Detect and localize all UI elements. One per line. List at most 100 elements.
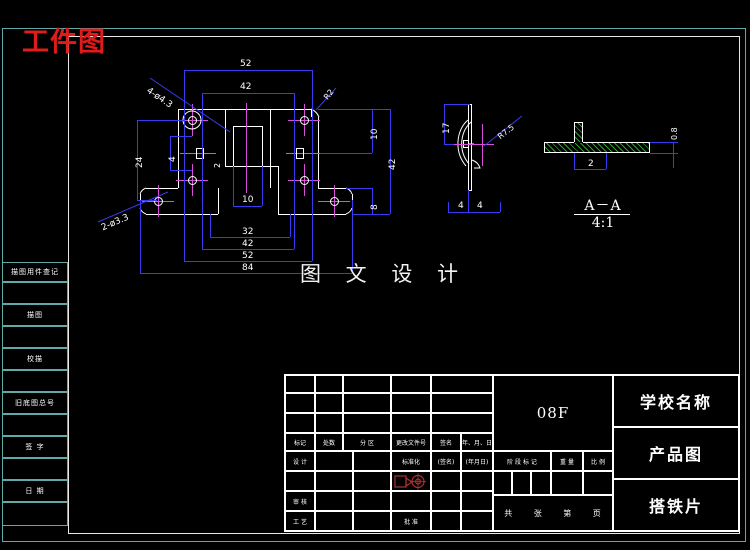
extline-right-10-t bbox=[318, 109, 372, 110]
role-sign-blank-1[interactable] bbox=[431, 471, 461, 491]
rev-header-fenqu: 分 区 bbox=[343, 433, 391, 451]
dimtext-bot-84: 84 bbox=[242, 263, 254, 273]
leader-2xd33 bbox=[97, 191, 169, 223]
part-edge-left bbox=[178, 109, 179, 188]
dimtext-inner-2: 2 bbox=[213, 162, 222, 168]
section-dimtext-08: 0.8 bbox=[670, 127, 679, 140]
extline-bot-52-l bbox=[184, 116, 185, 261]
hole-top-left bbox=[188, 116, 197, 125]
extline-bot-84-l bbox=[140, 200, 141, 273]
role-sign-shenhe[interactable] bbox=[431, 491, 461, 511]
school-name[interactable]: 学校名称 bbox=[613, 375, 739, 427]
rev-cell-r0c2[interactable] bbox=[343, 375, 391, 393]
flange-left-bottom bbox=[146, 214, 218, 215]
sidebar-cell-11[interactable] bbox=[2, 502, 68, 526]
stage-value-0[interactable] bbox=[493, 471, 512, 495]
stage-value-1[interactable] bbox=[512, 471, 531, 495]
rev-cell-r0c1[interactable] bbox=[315, 375, 343, 393]
extline-left-24-b bbox=[137, 200, 157, 201]
stage-value-2[interactable] bbox=[531, 471, 551, 495]
weight-value[interactable] bbox=[551, 471, 583, 495]
stem-right-edge bbox=[278, 166, 279, 214]
rev-cell-r1c1[interactable] bbox=[315, 393, 343, 413]
corner-fillet-right-upper bbox=[345, 187, 353, 195]
side-plate-bottom bbox=[468, 190, 472, 191]
sidebar-cell-8[interactable]: 签 字 bbox=[2, 436, 68, 458]
stamp-cell[interactable] bbox=[391, 471, 431, 491]
side-leader-r75 bbox=[483, 115, 523, 147]
rev-cell-r1c4[interactable] bbox=[431, 393, 493, 413]
role-name-sheji[interactable] bbox=[315, 451, 353, 471]
dimline-left-4 bbox=[170, 136, 171, 170]
corner-fillet-right-lower bbox=[345, 207, 353, 215]
sidebar-cell-6[interactable]: 旧底图总号 bbox=[2, 392, 68, 414]
extline-top-42-l bbox=[202, 93, 203, 115]
rev-cell-r1c0[interactable] bbox=[285, 393, 315, 413]
stem-step bbox=[262, 166, 278, 167]
sidebar-cell-3[interactable] bbox=[2, 326, 68, 348]
section-base-plate bbox=[544, 142, 650, 153]
rev-cell-r1c2[interactable] bbox=[343, 393, 391, 413]
role-signdate-placeholder: (年月日) bbox=[461, 451, 493, 471]
sidebar-cell-0[interactable]: 描图用件查记 bbox=[2, 262, 68, 282]
dimline-bot-32 bbox=[210, 237, 290, 238]
rev-cell-r0c0[interactable] bbox=[285, 375, 315, 393]
dimline-bot-42 bbox=[202, 249, 294, 250]
extline-top-52-l bbox=[184, 70, 185, 116]
sheet-count-ye: 页 bbox=[592, 508, 602, 518]
rev-header-qianming: 签名 bbox=[431, 433, 461, 451]
material-code[interactable]: 08F bbox=[493, 375, 613, 451]
role-name-blank[interactable] bbox=[315, 471, 353, 491]
slot-top-edge bbox=[233, 126, 262, 127]
part-edge-top bbox=[178, 109, 311, 110]
extline-bot-32-l bbox=[210, 214, 211, 237]
rev-cell-r2c2[interactable] bbox=[343, 413, 391, 433]
role-right-shenhe[interactable] bbox=[391, 491, 431, 511]
role-name-gongyi[interactable] bbox=[315, 511, 353, 531]
sidebar-cell-4[interactable]: 校描 bbox=[2, 348, 68, 370]
prong-inner-right bbox=[270, 109, 271, 188]
sidebar-cell-9[interactable] bbox=[2, 458, 68, 480]
dimtext-bot-32: 32 bbox=[242, 227, 254, 237]
centerline-slot-l-h bbox=[180, 153, 216, 154]
side-dimtext-4-right: 4 bbox=[477, 201, 483, 211]
rev-cell-r2c4[interactable] bbox=[431, 413, 493, 433]
dimtext-left-4: 4 bbox=[168, 156, 178, 162]
rev-cell-r2c1[interactable] bbox=[315, 413, 343, 433]
sidebar-cell-10[interactable]: 日 期 bbox=[2, 480, 68, 502]
dimline-top-42 bbox=[202, 93, 294, 94]
side-dimtext-4-left: 4 bbox=[458, 201, 464, 211]
product-label[interactable]: 产品图 bbox=[613, 427, 739, 479]
scale-value[interactable] bbox=[583, 471, 613, 495]
rev-cell-r0c3[interactable] bbox=[391, 375, 431, 393]
dimline-left-24 bbox=[137, 120, 138, 200]
rev-cell-r0c4[interactable] bbox=[431, 375, 493, 393]
stage-header-bili: 比 例 bbox=[583, 451, 613, 471]
slot-bottom-edge bbox=[233, 166, 262, 167]
role-date-gongyi[interactable] bbox=[353, 511, 391, 531]
side-extline-4-l bbox=[448, 202, 449, 212]
role-date-sheji[interactable] bbox=[353, 451, 391, 471]
sidebar-cell-2[interactable]: 描图 bbox=[2, 304, 68, 326]
side-dimtext-17: 17 bbox=[442, 122, 452, 134]
role-signdate-shenhe[interactable] bbox=[461, 491, 493, 511]
role-name-shenhe[interactable] bbox=[315, 491, 353, 511]
extline-bot-42-l bbox=[202, 115, 203, 249]
rev-cell-r1c3[interactable] bbox=[391, 393, 431, 413]
rev-cell-r2c0[interactable] bbox=[285, 413, 315, 433]
role-date-shenhe[interactable] bbox=[353, 491, 391, 511]
sidebar-cell-7[interactable] bbox=[2, 414, 68, 436]
role-date-blank[interactable] bbox=[353, 471, 391, 491]
role-sign-gongyi[interactable] bbox=[431, 511, 461, 531]
sidebar-cell-1[interactable] bbox=[2, 282, 68, 304]
role-signdate-gongyi[interactable] bbox=[461, 511, 493, 531]
section-extline-08-t bbox=[650, 142, 678, 143]
part-name[interactable]: 搭铁片 bbox=[613, 479, 739, 531]
role-signdate-blank-1[interactable] bbox=[461, 471, 493, 491]
sidebar-cell-5[interactable] bbox=[2, 370, 68, 392]
red-stamp-icon bbox=[394, 472, 426, 490]
rev-cell-r2c3[interactable] bbox=[391, 413, 431, 433]
section-extline-2-r bbox=[606, 153, 607, 169]
hole-mid-left bbox=[188, 176, 197, 185]
part-edge-right-upper bbox=[311, 109, 312, 117]
